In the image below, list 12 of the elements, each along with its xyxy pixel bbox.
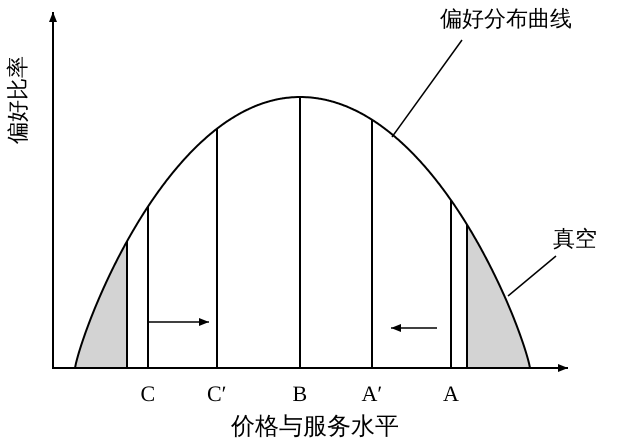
distribution-curve [74,96,531,368]
tick-label: C [140,383,156,405]
tick-label: A′ [362,383,382,405]
tick-label: B [292,383,308,405]
leader-line [391,40,463,138]
axis-title: 价格与服务水平 [231,415,399,439]
tick-label: C′ [207,383,226,405]
axis-title: 偏好比率 [7,56,29,144]
curve-label: 偏好分布曲线 [440,8,572,30]
gap-label: 真空 [553,228,597,250]
leader-line [508,255,556,297]
tick-label: A [443,383,459,405]
